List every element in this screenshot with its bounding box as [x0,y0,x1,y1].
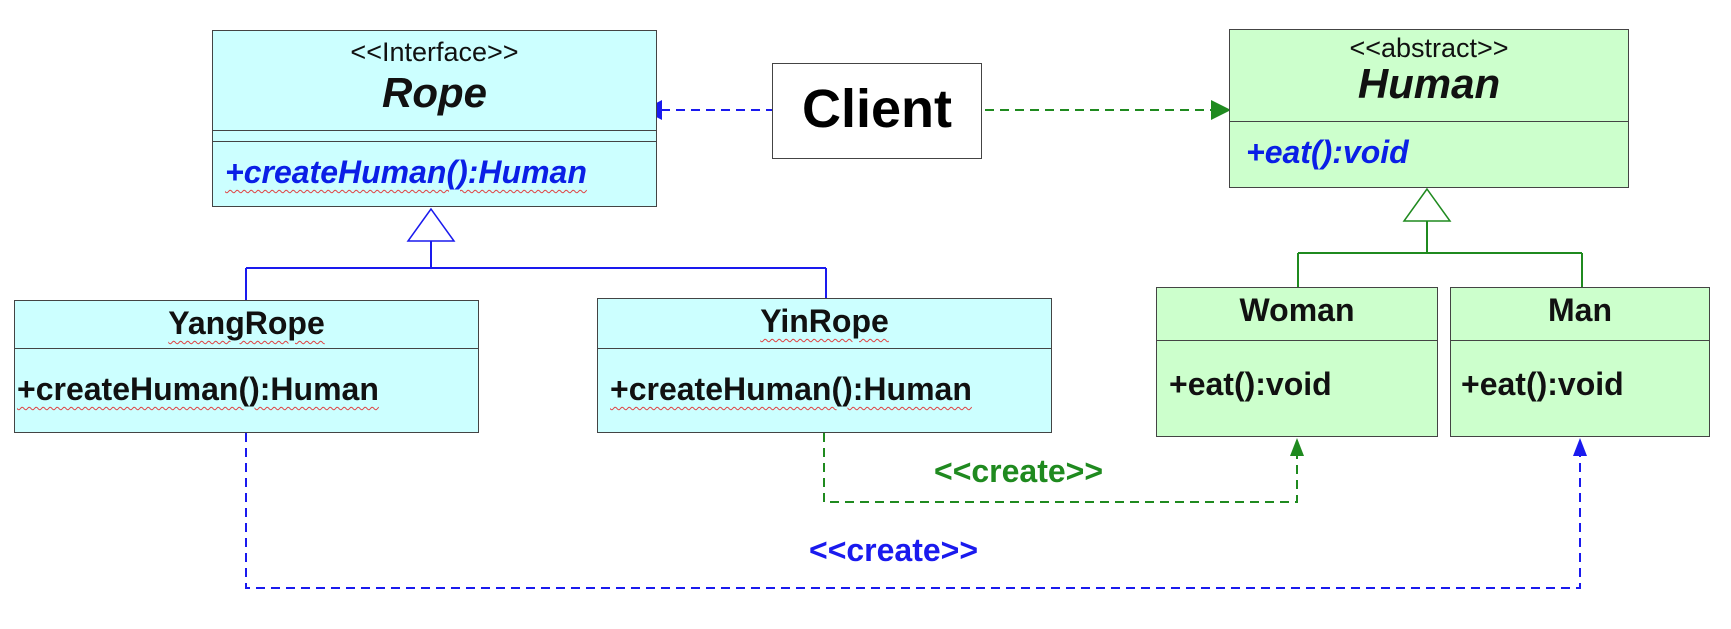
yin-woman-create-label: <<create>> [934,453,1104,489]
yang-rope-operation: +createHuman():Human [17,371,379,408]
man-divider [1451,340,1709,341]
client-human-arrowhead [1211,100,1231,120]
yang-man-create-arrowhead [1573,438,1587,456]
human-generalization-triangle [1402,187,1452,222]
woman-class-name: Woman [1239,292,1355,328]
rope-generalization-triangle [406,207,456,242]
woman-operation: +eat():void [1169,366,1332,402]
man-class: Man +eat():void [1450,287,1710,437]
human-operation: +eat():void [1246,134,1409,170]
woman-divider [1157,340,1437,341]
rope-operations-divider [213,141,656,142]
woman-class: Woman +eat():void [1156,287,1438,437]
human-divider [1230,121,1628,122]
client-class-name: Client [801,79,952,139]
rope-stereotype: <<Interface>> [350,37,519,67]
rope-operation-text: +createHuman():Human [225,154,587,190]
human-class-name: Human [1357,60,1501,107]
rope-interface-class: <<Interface>> Rope +createHuman():Human [212,30,657,207]
rope-operation: +createHuman():Human [225,154,587,191]
yang-rope-operation-text: +createHuman():Human [17,371,379,407]
human-stereotype: <<abstract>> [1349,33,1509,63]
man-operation: +eat():void [1461,366,1624,402]
yang-rope-class: YangRope +createHuman():Human [14,300,479,433]
man-class-name: Man [1548,292,1612,328]
yin-rope-class: YinRope +createHuman():Human [597,298,1052,433]
yin-woman-create-line [823,433,1298,503]
rope-class-name: Rope [382,69,487,116]
yin-rope-divider [598,348,1051,349]
client-class: Client [772,63,982,159]
human-abstract-class: <<abstract>> Human +eat():void [1229,29,1629,188]
yang-man-create-label: <<create>> [809,532,979,568]
yin-rope-operation: +createHuman():Human [610,371,972,408]
yin-rope-operation-text: +createHuman():Human [610,371,972,407]
yang-rope-divider [15,348,478,349]
rope-attributes-divider [213,130,656,131]
yin-rope-class-name: YinRope [760,303,889,339]
yin-woman-create-arrowhead [1290,438,1304,456]
yang-man-create-line [245,433,1581,589]
yang-rope-class-name: YangRope [168,305,325,341]
